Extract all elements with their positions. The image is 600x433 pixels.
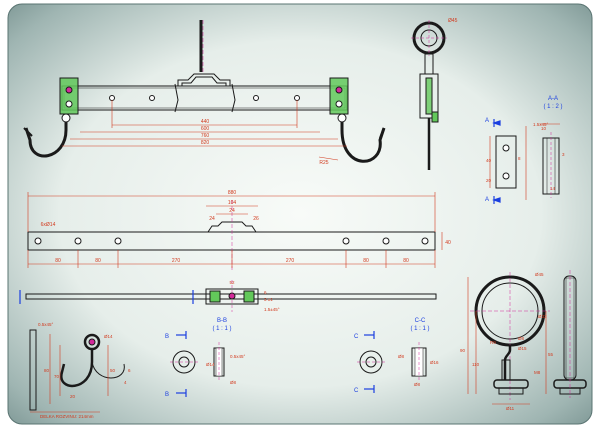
section-c-note-2: Ø16 — [430, 360, 439, 365]
section-b-letter-top: B — [165, 334, 169, 340]
bar-center-dim-4: 26 — [253, 216, 259, 222]
section-a-note-10: 10 — [541, 126, 547, 131]
eye-bolt-note-4: Ø15 — [518, 346, 527, 351]
bar-center-dim-2: 24 — [229, 208, 235, 214]
bar-drawing — [27, 200, 436, 270]
section-a-note-40: 40 — [486, 158, 492, 163]
detail-hook — [29, 329, 125, 411]
eye-bolt-note-3: Ø8 — [518, 336, 525, 341]
section-c-view — [357, 342, 427, 382]
bar-seg-6: 80 — [403, 258, 409, 264]
section-c-letter-bottom: C — [354, 388, 359, 394]
bar-overall-dim: 880 — [228, 190, 237, 196]
section-c-letter-top: C — [354, 334, 359, 340]
bar-hole-note: 6xØ14 — [41, 222, 56, 228]
top-dim-820: 820 — [201, 140, 210, 146]
section-a-title: A-A — [548, 96, 558, 102]
section-a-view — [495, 132, 560, 198]
bar-center-dim-1: 104 — [228, 200, 237, 206]
detail-hook-note-7: 6 — [128, 368, 131, 373]
section-c-note-1: Ø8 — [398, 354, 405, 359]
sheet-background — [7, 3, 593, 425]
detail-hook-note-2: Ø14 — [104, 334, 113, 339]
bar-seg-5: 80 — [363, 258, 369, 264]
top-dimensions — [62, 100, 347, 161]
eye-bolt-note-6: 90 — [460, 348, 466, 353]
detail-hook-note-4: 70 — [54, 374, 60, 379]
section-c-title: C-C — [415, 318, 426, 324]
section-a-note-3: 3 — [562, 152, 565, 157]
eye-bolt — [470, 270, 587, 400]
bottom-bar-note-3: 1.5±45° — [264, 307, 280, 312]
eye-bolt-note-2: Ø33 — [538, 314, 547, 319]
bottom-bar-note-2: 3 ±1 — [264, 297, 273, 302]
section-a-note-14: 14 — [550, 186, 556, 191]
top-radius-note: R25 — [319, 160, 328, 166]
eye-bolt-note-5: R9 — [490, 340, 496, 345]
eye-bolt-note-1: Ø45 — [535, 272, 544, 277]
section-b-title: B-B — [217, 318, 227, 324]
top-dim-600: 600 — [201, 126, 210, 132]
bar-center-dim-3: 24 — [209, 216, 215, 222]
bar-seg-4: 270 — [286, 258, 295, 264]
section-a-note-20: 20 — [486, 178, 492, 183]
detail-hook-length-note: DELKA ROZVINU: 214mm — [40, 414, 94, 419]
section-b-letter-bottom: B — [165, 392, 169, 398]
top-dim-440: 440 — [201, 119, 210, 125]
section-a-note-8: 8 — [518, 156, 521, 161]
detail-hook-note-6: 20 — [70, 394, 76, 399]
end-plate-left — [59, 77, 79, 115]
bar-seg-1: 80 — [55, 258, 61, 264]
eye-hook-side — [411, 20, 447, 170]
bar-seg-3: 270 — [172, 258, 181, 264]
top-assembly — [23, 20, 386, 163]
bottom-bar-drawing — [25, 288, 437, 305]
bar-thickness: 40 — [445, 240, 451, 246]
detail-hook-note-1: 0.5x45° — [38, 322, 54, 327]
detail-hook-note-8: 4 — [124, 380, 127, 385]
section-b-view — [170, 342, 225, 382]
eye-hook-dia-note: Ø45 — [448, 18, 458, 24]
eye-bolt-note-8: 55 — [548, 352, 554, 357]
top-dim-760: 760 — [201, 133, 210, 139]
section-a-scale: ( 1 : 2 ) — [543, 104, 562, 110]
bar-dimensions — [27, 192, 443, 268]
section-b-note-dia8: Ø8 — [230, 380, 237, 385]
section-a-note-chamfer: 1.5x45° — [533, 122, 549, 127]
bar-seg-2: 80 — [95, 258, 101, 264]
section-b-note-chamfer: 0.5x45° — [230, 354, 246, 359]
section-c-scale: ( 1 : 1 ) — [410, 326, 429, 332]
bottom-bar-note-1: 6 — [264, 290, 267, 295]
detail-hook-note-5: 50 — [110, 368, 116, 373]
detail-hook-note-3: 80 — [44, 368, 50, 373]
section-b-note-dia14: Ø14 — [206, 362, 215, 367]
section-a-letter-bottom: A — [485, 197, 489, 203]
section-b-scale: ( 1 : 1 ) — [212, 326, 231, 332]
section-a-letter-top: A — [485, 118, 489, 124]
eye-bolt-note-9: M8 — [534, 370, 541, 375]
eye-bolt-note-10: Ø11 — [506, 406, 515, 411]
section-c-note-3: Ø8 — [414, 382, 421, 387]
end-plate-right — [329, 77, 349, 115]
eye-bolt-note-7: 110 — [472, 362, 480, 367]
